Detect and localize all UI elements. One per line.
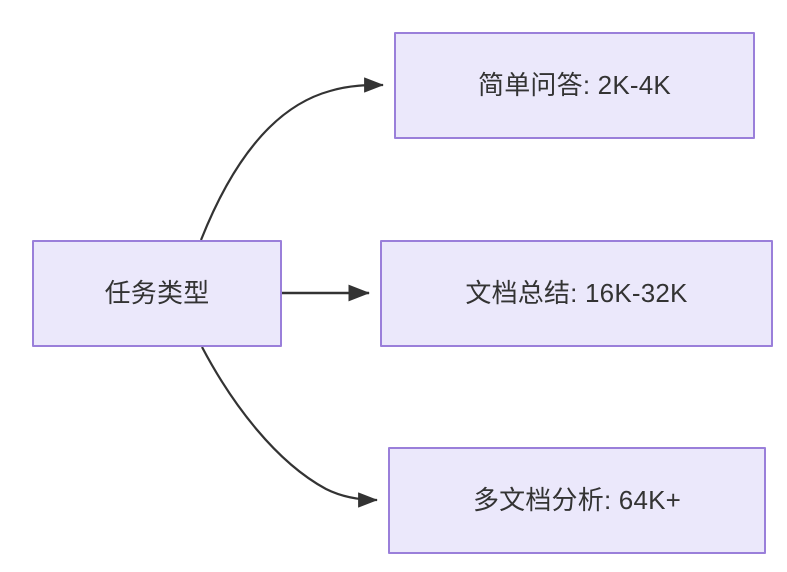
node-task-type-label: 任务类型 [104, 277, 210, 308]
node-multi-doc[interactable]: 多文档分析: 64K+ [388, 447, 766, 554]
node-simple-qa-label: 简单问答: 2K-4K [478, 69, 671, 100]
edge-root-to-multi-doc [201, 346, 378, 508]
edge-root-to-simple-qa [199, 77, 384, 241]
node-doc-summary-label: 文档总结: 16K-32K [465, 277, 688, 308]
node-multi-doc-label: 多文档分析: 64K+ [472, 484, 682, 515]
node-task-type[interactable]: 任务类型 [32, 240, 282, 347]
node-doc-summary[interactable]: 文档总结: 16K-32K [380, 240, 773, 347]
node-simple-qa[interactable]: 简单问答: 2K-4K [394, 32, 755, 139]
